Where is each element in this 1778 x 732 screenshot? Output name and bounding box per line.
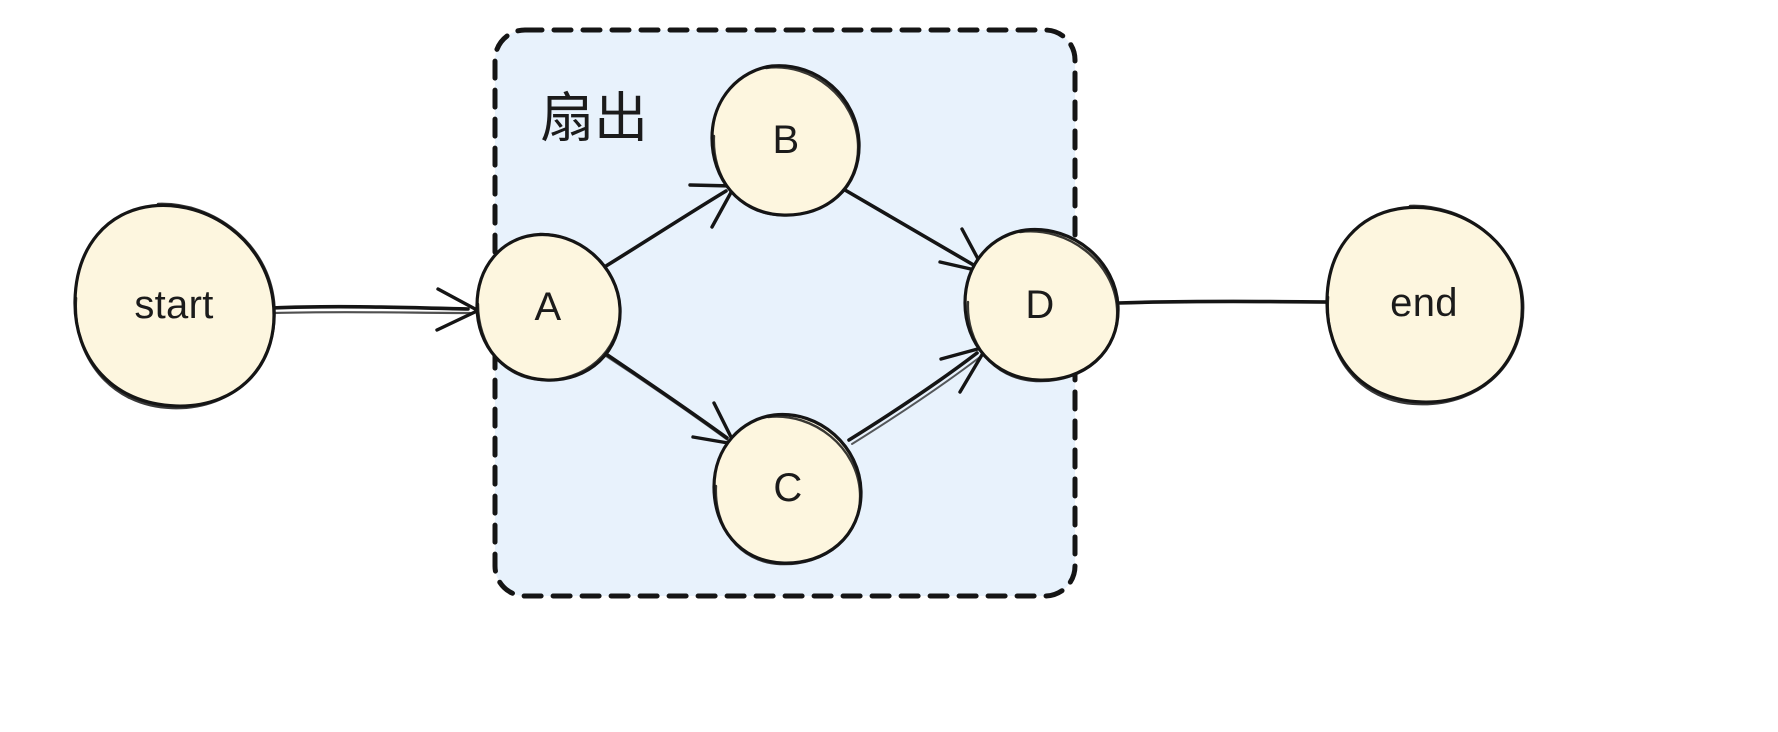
- node-start-shape: [73, 203, 276, 408]
- node-d-shape: [963, 227, 1120, 382]
- node-start-shape-sketch: [74, 202, 276, 410]
- node-d-shape-sketch: [966, 230, 1119, 383]
- node-d[interactable]: D: [963, 227, 1120, 383]
- node-end[interactable]: end: [1325, 204, 1525, 406]
- edge-a-to-c-line: [601, 350, 729, 440]
- edge-start-to-a-line: [270, 304, 470, 311]
- edge-c-to-d-line-sketch: [851, 356, 981, 445]
- node-b-shape-sketch: [712, 66, 860, 217]
- edge-c-to-d-line: [847, 351, 979, 442]
- edge-a-to-b-line: [604, 189, 728, 268]
- edge-start-to-a[interactable]: [270, 287, 479, 332]
- edge-b-to-d-line: [843, 188, 979, 269]
- edge-start-to-a-arrowhead: [435, 287, 479, 332]
- node-c-shape: [712, 412, 863, 565]
- edge-start-to-a-line-sketch: [272, 311, 472, 315]
- edge-a-to-c-line-sketch: [605, 355, 730, 442]
- node-end-shape-sketch: [1326, 204, 1525, 406]
- node-c[interactable]: C: [712, 412, 863, 566]
- node-start[interactable]: start: [73, 202, 276, 410]
- node-a-shape-sketch: [476, 232, 622, 382]
- node-c-shape-sketch: [714, 415, 862, 566]
